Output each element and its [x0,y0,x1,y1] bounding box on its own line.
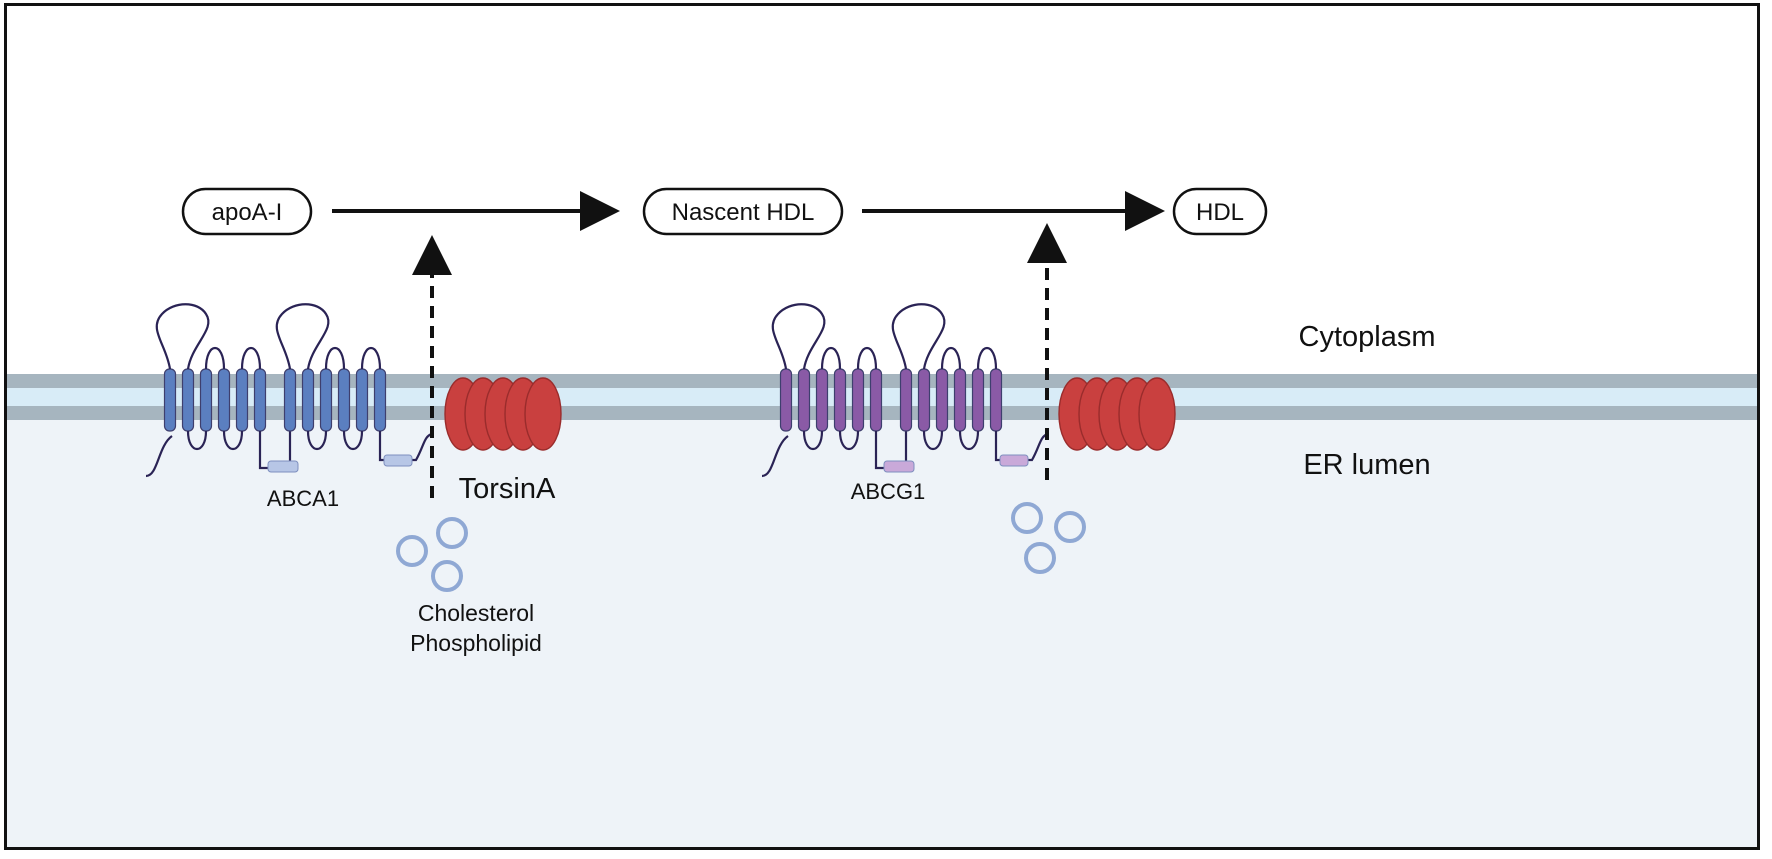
nascent-hdl-node: Nascent HDL [642,187,844,236]
transmembrane-helix [163,368,177,432]
cholesterol-label: Cholesterol [418,600,534,626]
cytoplasmic-loop [204,347,226,370]
extracellular-large-loop [771,303,826,370]
transmembrane-helix [989,368,1003,432]
abcg1-label: ABCG1 [851,479,926,504]
extracellular-large-loop [155,303,210,370]
transmembrane-helix [935,368,949,432]
apoa1-label: apoA-I [212,199,283,226]
nucleotide-binding-domain [999,454,1029,467]
cytoplasmic-loop [976,347,998,370]
n-terminal-tail [761,435,789,478]
transmembrane-helix [953,368,967,432]
lumenal-loop [222,430,244,450]
cytoplasmic-loop [324,347,346,370]
extracellular-large-loop [275,303,330,370]
transmembrane-helix [235,368,249,432]
figure-frame: apoA-I Nascent HDL HDL Cytoplasm ER lume… [4,3,1760,850]
hdl-node: HDL [1172,187,1268,236]
transmembrane-helix [199,368,213,432]
transmembrane-helix [181,368,195,432]
torsina-subunit [1138,377,1176,451]
hdl-label: HDL [1196,199,1244,226]
transmembrane-helix [797,368,811,432]
transmembrane-helix [355,368,369,432]
transmembrane-helix [337,368,351,432]
lumenal-loop [958,430,980,450]
torsina-complex-1 [444,377,562,451]
transmembrane-helix [815,368,829,432]
nascent-hdl-label: Nascent HDL [672,199,815,226]
cytoplasmic-loop [856,347,878,370]
torsina-label: TorsinA [459,473,556,505]
lumenal-loop [922,430,944,450]
abca1-label: ABCA1 [267,486,339,511]
lumenal-loop [306,430,328,450]
nucleotide-binding-domain [267,460,299,473]
er-lumen-label: ER lumen [1303,449,1430,481]
extracellular-large-loop [891,303,946,370]
abca1-transporter [145,303,433,478]
lumenal-loop [802,430,824,450]
transmembrane-helix [899,368,913,432]
transmembrane-helix [851,368,865,432]
nucleotide-binding-domain [883,460,915,473]
transmembrane-helix [833,368,847,432]
cytoplasmic-loop [240,347,262,370]
transmembrane-helix [779,368,793,432]
transmembrane-helix [217,368,231,432]
lumenal-loop [186,430,208,450]
nucleotide-binding-domain [383,454,413,467]
lipid-cluster-1 [396,517,468,592]
transmembrane-helix [971,368,985,432]
n-terminal-tail [145,435,173,478]
torsina-complex-2 [1058,377,1176,451]
lumenal-loop [342,430,364,450]
cytoplasmic-loop [360,347,382,370]
cytoplasmic-loop [820,347,842,370]
lumenal-loop [838,430,860,450]
transmembrane-helix [373,368,387,432]
transmembrane-helix [917,368,931,432]
transmembrane-helix [283,368,297,432]
cytoplasmic-loop [940,347,962,370]
cytoplasm-label: Cytoplasm [1299,321,1436,353]
transmembrane-helix [869,368,883,432]
phospholipid-label: Phospholipid [410,630,542,656]
abcg1-transporter [761,303,1049,478]
lipid-cluster-2 [1011,502,1086,574]
torsina-subunit [524,377,562,451]
c-terminal-tail [378,431,433,462]
er-hdl-pathway-diagram: apoA-I Nascent HDL HDL Cytoplasm ER lume… [7,187,1757,847]
transmembrane-helix [319,368,333,432]
er-lumen-region [7,411,1757,847]
transmembrane-helix [253,368,267,432]
apoa1-node: apoA-I [181,187,313,236]
transmembrane-helix [301,368,315,432]
